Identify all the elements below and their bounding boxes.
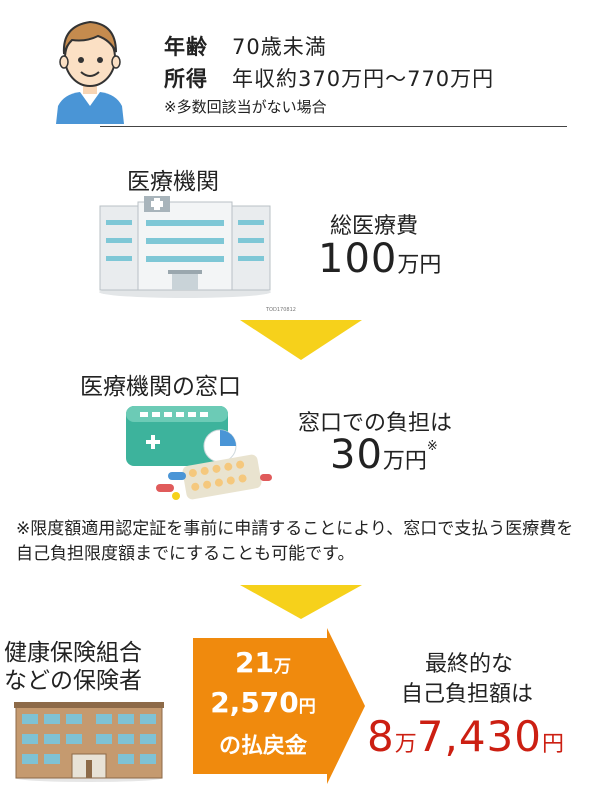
income-value: 年収約370万円〜770万円 (232, 67, 495, 91)
down-arrow-1 (240, 320, 362, 364)
note-paragraph: ※限度額適用認定証を事前に申請することにより、窓口で支払う医療費を自己負担限度額… (16, 519, 574, 564)
refund-line3: の払戻金 (218, 734, 307, 759)
refund-line1-number: 21 (235, 646, 274, 679)
window-pay-mark: ※ (426, 439, 438, 454)
insurer-title-line2: などの保険者 (4, 668, 142, 694)
refund-line1: 21万 (193, 646, 333, 679)
profile-note: ※多数回該当がない場合 (164, 98, 327, 116)
refund-line2-number: 2,570 (210, 686, 299, 719)
final-label-line1: 最終的な (425, 652, 514, 677)
window-pay-unit: 万円 (382, 449, 427, 474)
income-label: 所得 (164, 67, 208, 91)
hospital-building-image (98, 192, 272, 298)
insurer-building-image (14, 698, 164, 782)
final-amount-rest-number: 7,430 (416, 712, 542, 761)
total-cost-number: 100 (318, 236, 398, 282)
person-avatar (50, 6, 130, 124)
medicine-image (124, 402, 274, 502)
header-divider (100, 126, 567, 127)
hospital-title: 医療機関 (127, 169, 219, 195)
age-label: 年齢 (164, 35, 208, 59)
window-pay-amount: 30万円※ (330, 432, 438, 478)
window-pay-number: 30 (330, 432, 383, 478)
final-amount: 8万7,430円 (367, 712, 564, 761)
final-label-line2: 自己負担額は (401, 682, 534, 707)
insurer-title-line1: 健康保険組合 (4, 640, 142, 666)
total-cost-unit: 万円 (397, 253, 442, 278)
down-arrow-2 (240, 585, 362, 623)
hospital-image-caption: TOD170812 (266, 307, 296, 313)
window-pay-label: 窓口での負担は (298, 411, 453, 436)
final-amount-man-number: 8 (367, 712, 395, 761)
total-cost-amount: 100万円 (318, 236, 441, 282)
refund-line2: 2,570円 (193, 686, 333, 719)
window-title: 医療機関の窓口 (80, 374, 241, 400)
refund-arrow: 21万 2,570円 の払戻金 (193, 628, 365, 784)
final-amount-man-unit: 万 (394, 732, 417, 757)
total-cost-label: 総医療費 (330, 214, 419, 239)
age-value: 70歳未満 (232, 35, 327, 59)
final-amount-yen-unit: 円 (542, 732, 565, 757)
refund-line1-unit: 万 (273, 657, 291, 677)
refund-line2-unit: 円 (298, 697, 316, 717)
